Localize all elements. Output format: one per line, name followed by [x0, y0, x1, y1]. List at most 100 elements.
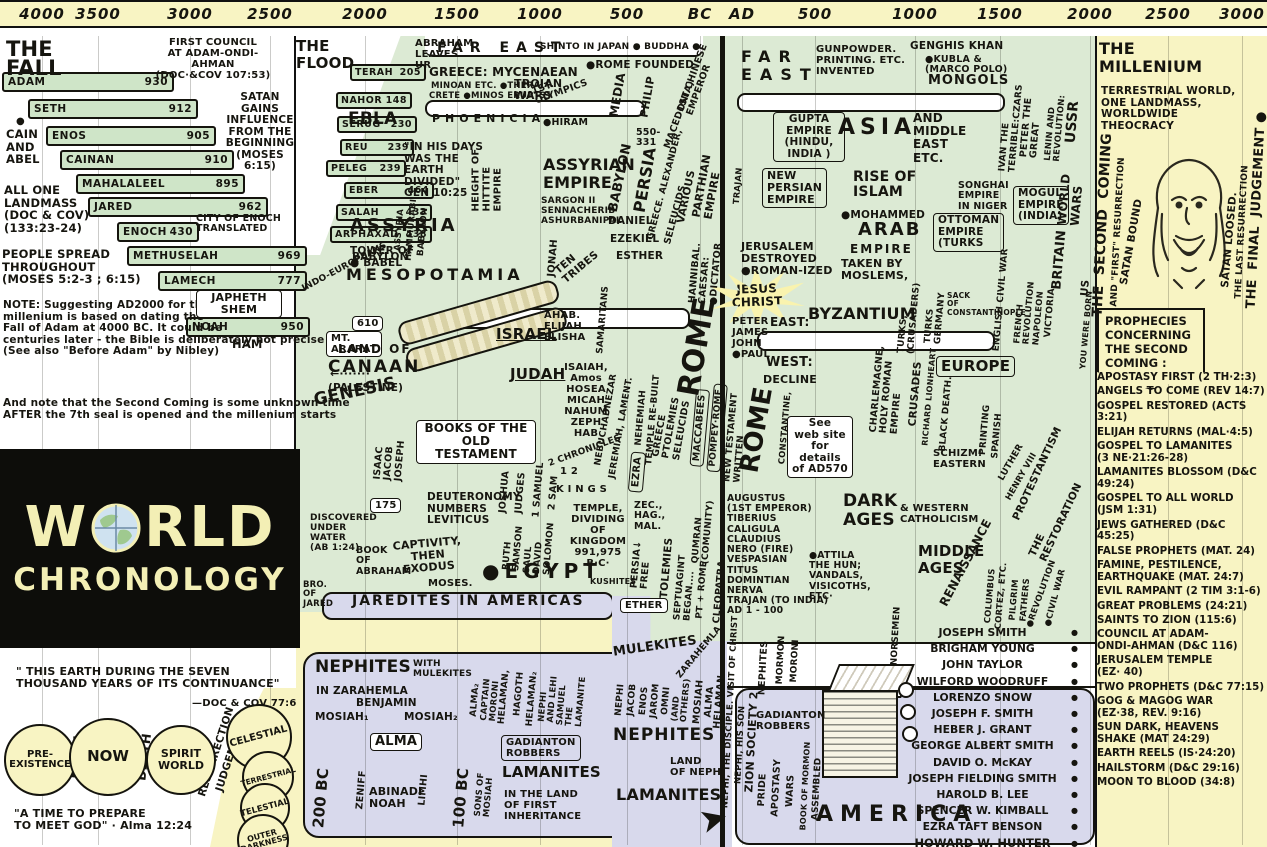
- prophecy-item: GOG & MAGOG WAR (EZ·38, REV. 9:16): [1097, 694, 1214, 719]
- annotation: ALL ONE LANDMASS (DOC & COV) (133:23-24): [4, 183, 90, 235]
- timeline-gridline: [190, 36, 191, 845]
- prophet-name: JOSEPH F. SMITH: [931, 706, 1034, 720]
- patriarch-name: EBER: [349, 185, 379, 196]
- prophecy-item: TWO PROPHETS (D&C 77:15): [1097, 680, 1265, 693]
- patriarch-years: 464: [407, 185, 429, 196]
- annotation: SONS OF MOSIAH: [472, 772, 496, 818]
- annotation: ISRAEL: [496, 325, 557, 343]
- timeline-gridline: [915, 36, 916, 845]
- prophecy-item: GOSPEL TO ALL WORLD (JSM 1:31): [1097, 492, 1234, 517]
- prophet-row: EZRA TAFT BENSON●: [900, 820, 1078, 833]
- annotation: 550- 331: [636, 127, 661, 149]
- timeline-gridline: [270, 36, 271, 845]
- annotation: 610: [352, 316, 384, 331]
- plan-circle-label: CELESTIAL: [228, 723, 289, 750]
- patriarch-years: 912: [168, 103, 192, 115]
- world-chronology-logo: W RLD CHRONOLOGY: [0, 449, 300, 648]
- annotation: LAND OF: [338, 342, 412, 356]
- prophet-name: HEBER J. GRANT: [933, 723, 1032, 737]
- annotation: SAUL DAVID SOLOMON: [521, 522, 557, 576]
- patriarch-years: 910: [204, 154, 228, 166]
- annotation: BABYLON: [352, 251, 409, 263]
- patriarch-years: 777: [277, 275, 301, 287]
- timeline-tick-label: 2000: [1067, 5, 1113, 23]
- patriarch-years: 950: [280, 321, 304, 333]
- dot-marker: ●: [1071, 741, 1078, 751]
- timeline-tick-label: 3500: [75, 5, 121, 23]
- annotation: WORLD WARS: [1054, 173, 1086, 227]
- right-column: [1095, 36, 1267, 847]
- prophecy-item: APOSTASY FIRST (2 TH·2:3): [1097, 371, 1257, 383]
- annotation: LAND OF NEPHI: [670, 756, 726, 778]
- annotation: AUGUSTUS (1ST EMPEROR) TIBERIUS CALIGULA…: [727, 493, 829, 617]
- patriarch-years: 430: [169, 226, 193, 238]
- patriarch-name: MAHALALEEL: [82, 178, 166, 190]
- annotation: CAPTIVITY, THEN EXODUS: [392, 533, 462, 577]
- annotation: (PALESTINE): [328, 382, 404, 394]
- plan-circle-label: OUTER DARKNESS: [239, 826, 289, 847]
- annotation: —DOC & COV 77:6: [192, 698, 297, 709]
- annotation: FAR EAST: [437, 40, 568, 56]
- annotation: ISAIAH, Amos HOSEA MICAH NAHUM ZEPH HAB: [564, 362, 608, 439]
- annotation: JUDAH: [510, 365, 566, 383]
- annotation: ASSYRIA: [350, 215, 458, 236]
- patriarch-years: 895: [215, 178, 239, 190]
- patriarch-name: ADAM: [8, 76, 46, 88]
- annotation: NEPHITES: [613, 725, 716, 745]
- annotation: IN THE LAND OF FIRST INHERITANCE: [504, 789, 582, 822]
- annotation: TOWER OF ● BABEL: [350, 245, 415, 269]
- prophet-row: SPENCER W. KIMBALL●: [900, 804, 1078, 817]
- annotation: TEMPLE, DIVIDING OF KINGDOM 991,975 B·C·: [569, 503, 627, 569]
- annotation: (AND OTHERS): [669, 678, 693, 723]
- prophet-list: JOSEPH SMITH●BRIGHAM YOUNG●JOHN TAYLOR●W…: [900, 626, 1078, 847]
- dot-marker: ●: [1071, 838, 1078, 847]
- timeline-tick-label: 500: [797, 5, 833, 23]
- annotation: MOSES.: [428, 578, 473, 589]
- annotation: THE MILLENIUM: [1099, 39, 1203, 76]
- patriarch-name: NAHOR: [341, 95, 383, 106]
- annotation: ●: [16, 116, 25, 127]
- prophecy-item: JEWS GATHERED (D&C 45:25): [1097, 518, 1226, 543]
- annotation: AHAB. ELIJAH. ELISHA: [544, 310, 586, 343]
- prophet-name: HOWARD W. HUNTER: [914, 836, 1051, 847]
- annotation: JAPHETH SHEM: [196, 290, 282, 319]
- annotation: SHINTO IN JAPAN ● BUDDHA ●: [540, 42, 701, 52]
- annotation: SONGHAI EMPIRE IN NIGER: [958, 180, 1009, 212]
- annotation: ●ROME FOUNDED: [586, 59, 695, 71]
- prophet-row: JOSEPH SMITH●: [900, 626, 1079, 639]
- timeline-tick-label: 2500: [1145, 5, 1191, 23]
- annotation: AMERICA: [816, 802, 978, 827]
- prophet-row: BRIGHAM YOUNG●: [900, 642, 1078, 655]
- timeline-tick-label: BC: [687, 5, 713, 23]
- annotation: 1 2: [560, 466, 578, 477]
- annotation: DISCOVERED UNDER WATER (AB 1:24): [310, 513, 377, 553]
- annotation: EMPIRE: [850, 242, 913, 256]
- patriarch-name: NOAH: [192, 321, 229, 333]
- prophecy-item: SUN DARK, HEAVENS SHAKE (MAT 24:29): [1097, 721, 1219, 745]
- annotation: MOGUL EMPIRE (INDIA): [1013, 186, 1069, 225]
- annotation: MINOAN ETC. ●THERA: [431, 81, 541, 91]
- annotation: TERRESTRIAL WORLD, ONE LANDMASS, WORLDWI…: [1101, 85, 1236, 132]
- patriarch-years: 438: [405, 229, 427, 240]
- annotation: PHOENICIA: [432, 112, 546, 125]
- annotation: PERSIA↓ FREE: [628, 540, 653, 590]
- annotation: BOOK OF ABRAHAM: [356, 545, 412, 577]
- annotation: BOOKS OF THE OLD TESTAMENT: [416, 420, 536, 464]
- dot-marker: ●: [1071, 708, 1078, 718]
- prophet-row: HAROLD B. LEE●: [900, 788, 1078, 801]
- gold-plates-drawing: [822, 664, 918, 782]
- annotation: DEUTERONOMY NUMBERS LEVITICUS: [427, 491, 521, 527]
- prophecy-item: EVIL RAMPANT (2 TIM 3:1-6): [1097, 585, 1261, 598]
- patriarch-name: METHUSELAH: [133, 250, 219, 262]
- annotation: GADIANTON ROBBERS: [501, 735, 581, 761]
- annotation: 175: [370, 498, 402, 513]
- patriarch-years: 148: [385, 95, 407, 106]
- prophet-name: LORENZO SNOW: [932, 690, 1033, 704]
- annotation: CAIN AND ABEL: [6, 127, 40, 167]
- annotation: GENGHIS KHAN: [910, 40, 1004, 52]
- timeline-gridline: [627, 36, 628, 845]
- prophecy-item: GREAT PROBLEMS (24:21): [1097, 599, 1248, 612]
- timeline-gridline: [1242, 36, 1243, 845]
